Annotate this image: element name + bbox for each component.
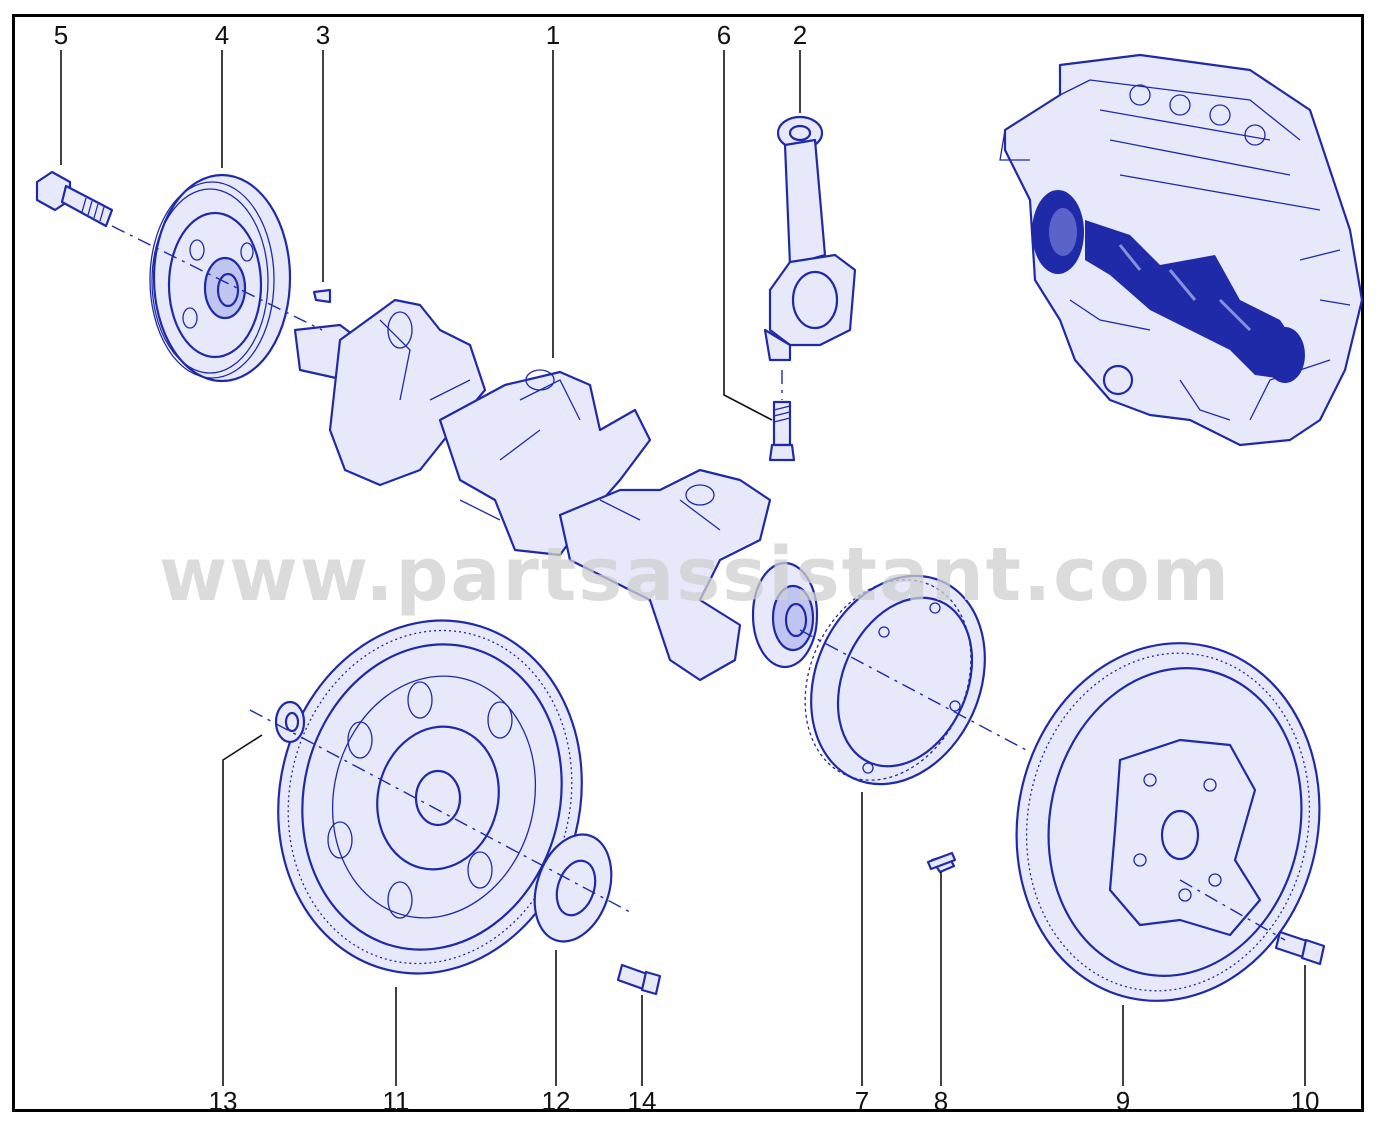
watermark-text: www.partsassistant.com [159, 532, 1231, 618]
callout-3: 3 [316, 20, 330, 50]
callout-5: 5 [54, 20, 68, 50]
crankshaft-part-1 [293, 298, 819, 682]
callout-1: 1 [546, 20, 560, 50]
woodruff-key-part-3 [312, 288, 332, 304]
callout-4: 4 [215, 20, 229, 50]
pulley-bolt-part-5 [35, 170, 114, 228]
engine-block-illustration [999, 53, 1364, 447]
reluctor-bolt-part-8 [926, 851, 957, 874]
callout-12: 12 [542, 1086, 571, 1116]
crankshaft-pulley-part-4 [149, 173, 292, 383]
callout-11: 11 [383, 1086, 410, 1116]
spacer-part-13 [274, 700, 306, 744]
callout-7: 7 [855, 1086, 869, 1116]
flexplate-bolt-part-14 [616, 963, 662, 996]
connecting-rod-part-2 [763, 115, 857, 362]
flywheel-bolt-part-10 [1274, 930, 1326, 966]
con-rod-bolt-part-6 [768, 400, 796, 462]
reinforcement-plate-part-12 [533, 833, 613, 943]
callout-10: 10 [1291, 1086, 1320, 1116]
leader-lines [60, 50, 1306, 1086]
callout-8: 8 [934, 1086, 948, 1116]
callout-14: 14 [628, 1086, 657, 1116]
reluctor-ring-part-7 [804, 574, 986, 786]
callout-2: 2 [793, 20, 807, 50]
callout-9: 9 [1116, 1086, 1130, 1116]
flywheel-part-9 [1015, 642, 1321, 1002]
callout-13: 13 [209, 1086, 238, 1116]
callout-labels: 5 4 3 1 6 2 13 11 12 14 7 8 9 10 [54, 20, 1320, 1116]
callout-6: 6 [717, 20, 731, 50]
flexplate-part-11 [277, 619, 583, 975]
assembly-axes [111, 225, 1286, 941]
